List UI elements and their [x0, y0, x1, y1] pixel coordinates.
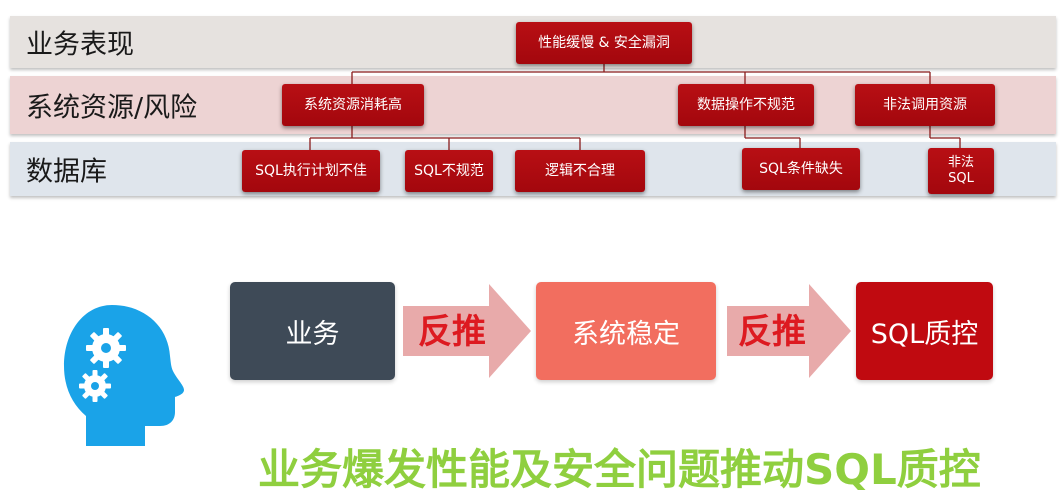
flow-label-business: 业务: [285, 318, 340, 350]
conclusion-headline: 业务爆发性能及安全问题推动SQL质控: [258, 445, 981, 494]
right-arrow-icon: [403, 284, 531, 378]
connector-top-to-level2: [351, 64, 931, 84]
flow-arrow-label-reverse-1: 反推: [418, 312, 486, 352]
head-with-gears-icon: [64, 305, 184, 446]
node-data-operation-nonstandard: 数据操作不规范: [678, 84, 814, 126]
right-arrow-icon: [727, 284, 851, 378]
flow-label-sql-quality: SQL质控: [870, 318, 979, 350]
connector-resource-to-level3: [309, 126, 581, 150]
flow-box-system-stable: 系统稳定: [536, 282, 716, 380]
flow-box-business: 业务: [230, 282, 395, 380]
node-sql-nonstandard: SQL不规范: [405, 150, 493, 192]
node-sql-plan-bad: SQL执行计划不佳: [242, 150, 380, 192]
node-resource-high: 系统资源消耗高: [282, 84, 424, 126]
flow-arrow-label-reverse-2: 反推: [738, 312, 806, 352]
layer-label-database: 数据库: [26, 156, 107, 188]
node-logic-unreasonable: 逻辑不合理: [515, 150, 645, 192]
flow-label-system-stable: 系统稳定: [572, 318, 680, 350]
layer-label-business: 业务表现: [26, 29, 134, 61]
node-performance-security: 性能缓慢 & 安全漏洞: [516, 22, 692, 64]
layer-label-system-resource: 系统资源/风险: [26, 92, 198, 124]
connector-illegal-to-level3: [929, 126, 961, 148]
connector-dataop-to-level3: [744, 126, 801, 148]
flow-box-sql-quality: SQL质控: [856, 282, 993, 380]
node-illegal-sql: 非法 SQL: [928, 148, 994, 194]
node-illegal-resource-call: 非法调用资源: [855, 84, 995, 126]
node-sql-condition-missing: SQL条件缺失: [742, 148, 860, 190]
